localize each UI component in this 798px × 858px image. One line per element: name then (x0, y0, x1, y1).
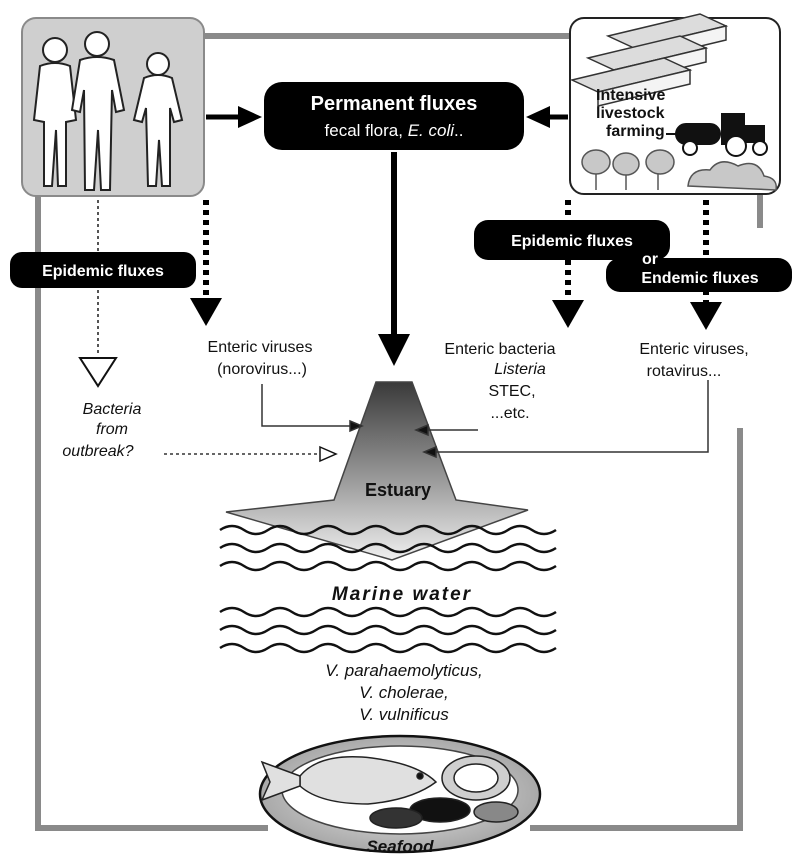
enteric-bacteria-line2: Listeria (494, 361, 546, 378)
endemic-fluxes-label: Endemic fluxes (641, 270, 758, 287)
outbreak-line2: from (96, 421, 128, 438)
outbreak-line1: Bacteria (83, 401, 142, 418)
marine-label-bg (290, 578, 512, 606)
epidemic-fluxes-left: Epidemic fluxes (10, 252, 196, 288)
arrow-livestock-to-rotavirus (690, 200, 722, 330)
fish-icon (260, 756, 438, 805)
epidemic-endemic-right: Epidemic fluxes or Endemic fluxes (474, 220, 792, 292)
permanent-fluxes-title: Permanent fluxes (311, 93, 478, 115)
permanent-subtitle-italic: E. coli (408, 121, 456, 140)
arrow-permanent-to-estuary (378, 152, 410, 366)
trees-icon (581, 149, 777, 191)
or-label: or (642, 251, 658, 268)
arrow-livestock-to-bacteria (552, 200, 584, 328)
vibrio-line1: V. parahaemolyticus, (325, 661, 482, 680)
enteric-bacteria: Enteric bacteria Listeria STEC, ...etc. (444, 341, 555, 422)
marine-water-waves (219, 524, 557, 654)
enteric-viruses-left-line2: (norovirus...) (217, 361, 307, 378)
arrow-people-to-permanent (206, 106, 262, 128)
feeder-arrows (164, 380, 709, 463)
vibrio-species: V. parahaemolyticus, V. cholerae, V. vul… (325, 661, 482, 724)
seafood-label: Seafood (366, 837, 434, 856)
bacteria-from-outbreak: Bacteria from outbreak? (62, 401, 141, 460)
tractor-icon (666, 113, 768, 157)
enteric-viruses-right-line2: rotavirus... (647, 363, 722, 380)
outbreak-line3: outbreak? (62, 443, 133, 460)
arrow-livestock-to-permanent (526, 106, 568, 128)
permanent-subtitle-plain: fecal flora, (325, 121, 408, 140)
permanent-fluxes-subtitle: fecal flora, E. coli.. (325, 121, 464, 140)
epidemic-fluxes-right-label: Epidemic fluxes (511, 233, 633, 250)
enteric-bacteria-line4: ...etc. (490, 405, 529, 422)
enteric-viruses-left-line1: Enteric viruses (208, 339, 313, 356)
people-icon (32, 31, 184, 191)
epidemic-fluxes-left-label: Epidemic fluxes (42, 263, 164, 280)
estuary-label: Estuary (365, 480, 431, 500)
shellfish-icon (369, 755, 519, 829)
enteric-viruses-left: Enteric viruses (norovirus...) (208, 339, 313, 378)
enteric-bacteria-line1: Enteric bacteria (444, 341, 555, 358)
feeder-enteric-viruses-left (261, 384, 352, 427)
enteric-viruses-right: Enteric viruses, rotavirus... (639, 341, 748, 380)
livestock-panel: Intensive livestock farming (569, 13, 781, 195)
arrow-people-to-outbreak (78, 200, 118, 388)
people-panel (21, 17, 205, 197)
barn-icon (569, 13, 729, 107)
enteric-viruses-right-line1: Enteric viruses, (639, 341, 748, 358)
outer-frame (35, 33, 763, 831)
feeder-enteric-viruses-right (434, 380, 709, 453)
vibrio-line3: V. vulnificus (359, 705, 449, 724)
permanent-subtitle-tail: .. (454, 121, 463, 140)
seafood-plate: Seafood (258, 734, 542, 856)
permanent-fluxes-box: Permanent fluxes fecal flora, E. coli.. (264, 82, 524, 150)
livestock-label-line1: Intensive (596, 87, 665, 104)
arrow-people-to-enteric-viruses (190, 200, 222, 326)
livestock-label-line3: farming (606, 123, 665, 140)
vibrio-line2: V. cholerae, (359, 683, 448, 702)
marine-water-label: Marine water (332, 584, 472, 605)
livestock-label-line2: livestock (596, 105, 665, 122)
enteric-bacteria-line3: STEC, (488, 383, 535, 400)
estuary-funnel: Estuary (225, 381, 529, 561)
